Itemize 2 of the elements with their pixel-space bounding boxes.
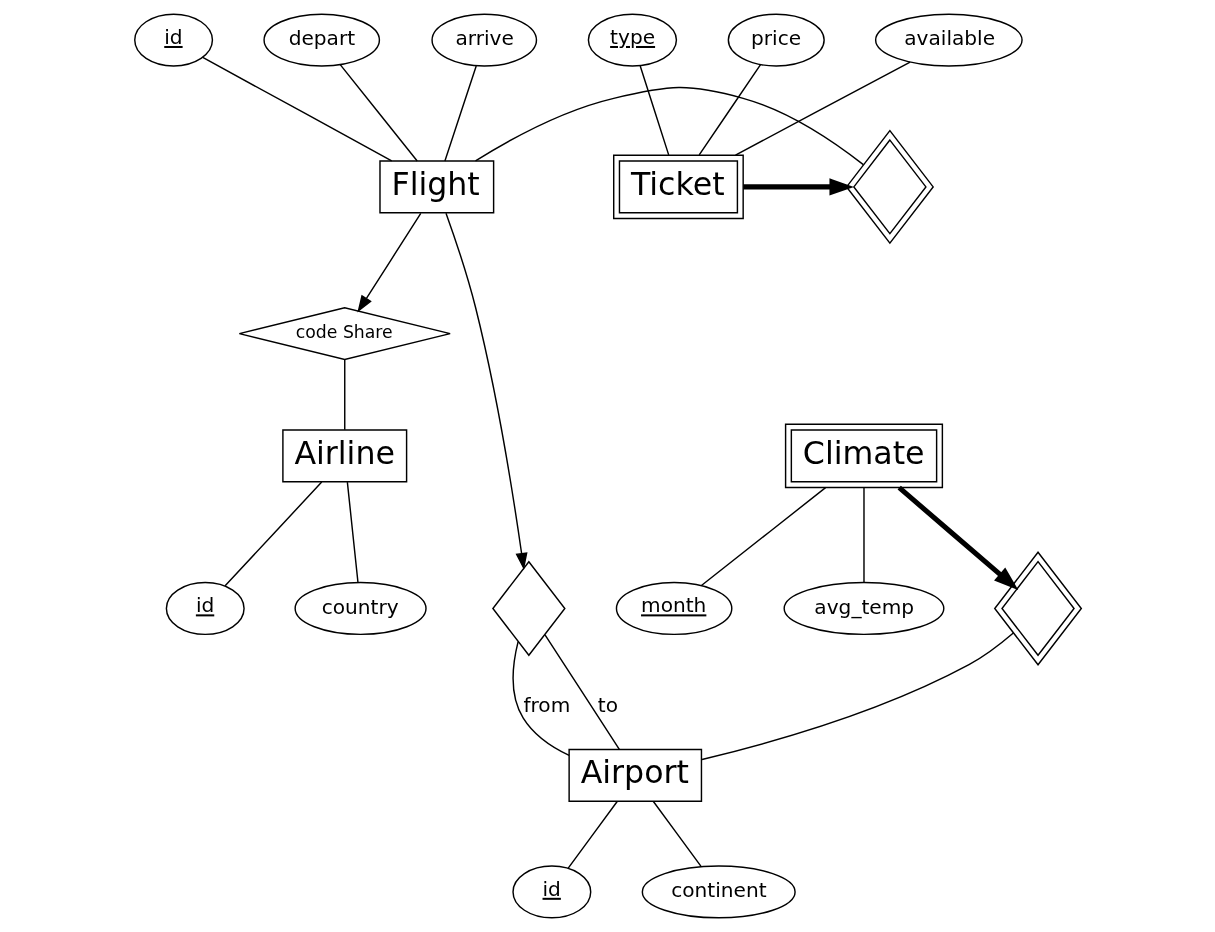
edge-label: from (522, 693, 570, 718)
edge-label: to (597, 693, 618, 718)
